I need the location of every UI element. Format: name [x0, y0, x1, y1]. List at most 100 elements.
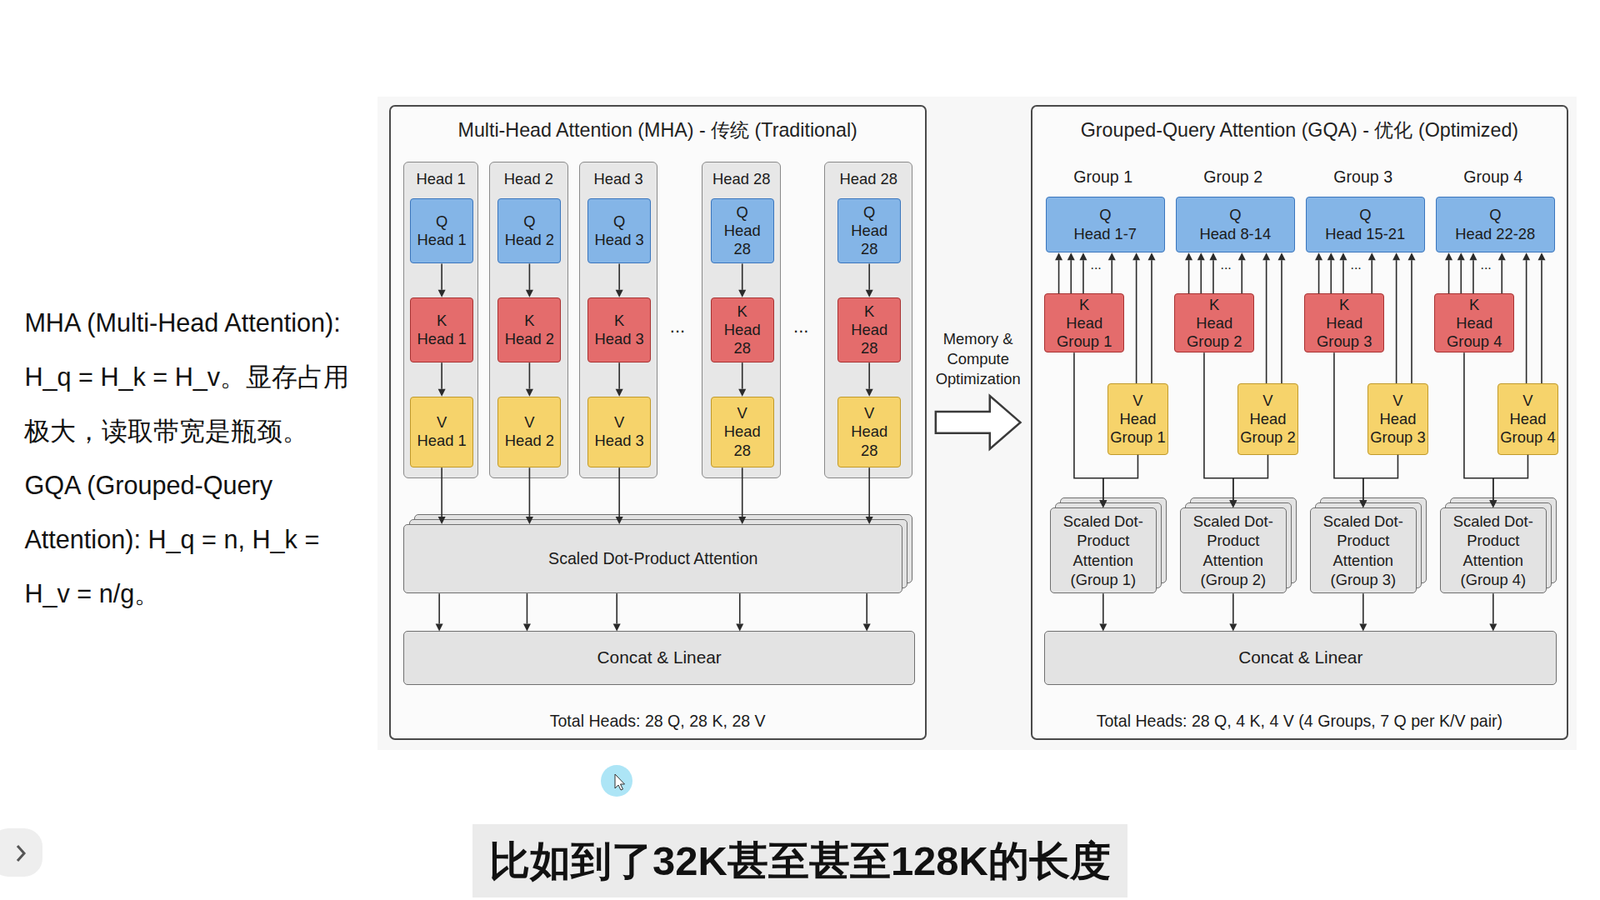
arrow-head	[1277, 252, 1285, 260]
box-text: Head 8-14	[1199, 225, 1271, 244]
attention-box: Scaled Dot-Product Attention (Group 2)	[1180, 507, 1288, 594]
arrow-line	[739, 593, 741, 624]
value-head-box: VHead 1	[410, 396, 474, 469]
flow-arrow	[1489, 455, 1528, 509]
arrow-line	[1212, 260, 1215, 294]
box-text: Head 28	[714, 320, 770, 358]
arrow-line	[618, 362, 620, 389]
box-text: V	[1132, 391, 1143, 410]
arrow-line	[741, 467, 744, 517]
flow-arrow	[525, 263, 534, 297]
flow-arrow	[1262, 252, 1285, 384]
arrow-line	[1150, 260, 1153, 384]
value-head-box: VHead 28	[837, 396, 901, 469]
block-arrow	[935, 395, 1021, 450]
box-text: Q	[435, 212, 448, 231]
flow-arrow	[615, 263, 624, 297]
panel-title: Grouped-Query Attention (GQA) - 优化 (Opti…	[1032, 118, 1567, 143]
arrow-line	[1525, 260, 1528, 384]
box-text: V	[436, 413, 447, 432]
arrow-line	[1464, 352, 1494, 500]
key-head-box: KHead Group 2	[1174, 293, 1255, 353]
arrow-line	[1460, 260, 1462, 294]
arrow-line	[1233, 455, 1269, 501]
arrow-head	[525, 290, 534, 298]
query-head-box: QHead 2	[497, 198, 561, 264]
arrow-head	[615, 290, 624, 298]
arrow-line	[529, 263, 531, 290]
value-head-box: VHead Group 2	[1237, 383, 1298, 455]
arrow-line	[440, 263, 443, 290]
arrow-line	[1102, 593, 1105, 624]
arrow-line	[618, 263, 620, 290]
flow-arrow	[438, 362, 446, 396]
flow-arrow	[438, 263, 446, 297]
concat-linear-box: Concat & Linear	[1044, 630, 1557, 685]
flow-arrow	[438, 467, 446, 525]
mouse-cursor	[615, 774, 625, 790]
flow-arrow	[1055, 252, 1116, 294]
arrow-head	[865, 389, 874, 397]
arrow-line	[1330, 260, 1332, 294]
arrow-line	[1334, 352, 1364, 500]
ellipsis-mark: ...	[755, 315, 847, 339]
arrow-head	[1315, 252, 1323, 260]
key-head-box: KHead 2	[497, 297, 561, 363]
group-label: Group 1	[1057, 166, 1150, 187]
query-head-box: QHead 15-21	[1305, 196, 1425, 253]
flow-arrow	[1359, 593, 1367, 631]
arrow-line	[526, 593, 529, 624]
arrow-line	[1265, 260, 1268, 384]
chevron-icon	[17, 845, 25, 861]
arrow-head	[615, 516, 624, 525]
arrow-line	[1074, 352, 1104, 500]
arrow-head	[1229, 500, 1237, 508]
key-head-box: KHead 28	[837, 297, 901, 363]
flow-arrow	[525, 362, 534, 396]
value-head-box: VHead 28	[710, 396, 775, 469]
arrow-line	[529, 467, 531, 517]
arrow-line	[1342, 260, 1345, 294]
arrow-head	[865, 290, 874, 298]
box-text: Head Group 2	[1183, 314, 1245, 351]
arrow-head	[525, 516, 534, 525]
ellipsis-mark: ...	[1050, 256, 1142, 274]
flow-arrow	[738, 263, 746, 297]
arrow-line	[1363, 455, 1399, 501]
flow-arrow	[1522, 252, 1545, 384]
arrow-line	[1395, 260, 1398, 384]
arrow-head	[438, 389, 446, 397]
arrow-line	[741, 263, 744, 290]
value-head-box: VHead 3	[587, 396, 651, 469]
arrow-head	[525, 389, 534, 397]
cursor-highlight	[600, 765, 633, 797]
flow-arrow	[615, 467, 624, 525]
arrow-line	[1232, 593, 1235, 624]
arrow-line	[1110, 260, 1113, 294]
arrow-line	[1540, 260, 1543, 384]
query-head-box: QHead 3	[587, 198, 651, 264]
value-head-box: VHead 2	[497, 396, 561, 469]
arrow-line	[1362, 593, 1365, 624]
query-head-box: QHead 28	[710, 198, 775, 264]
value-head-box: VHead Group 3	[1367, 383, 1428, 455]
arrow-line	[440, 467, 443, 517]
arrow-head	[1457, 252, 1465, 260]
arrow-head	[1067, 252, 1075, 260]
subtitle-text: 比如到了32K甚至甚至128K的长度	[472, 824, 1128, 898]
flow-arrow	[865, 263, 874, 297]
head-column: Head 28QHead 28KHead 28VHead 28	[701, 161, 782, 479]
flow-arrow	[1132, 252, 1155, 384]
arrow-line	[1493, 455, 1529, 501]
arrow-head	[1132, 252, 1140, 260]
note-block: MHA (Multi-Head Attention): H_q = H_k = …	[24, 295, 361, 620]
box-text: Head 2	[505, 230, 555, 250]
flow-arrow	[865, 362, 874, 396]
flow-arrow	[613, 593, 621, 631]
arrow-head	[1055, 252, 1063, 260]
head-column: Head 2QHead 2 KHead 2 VHead 2	[489, 161, 568, 479]
key-head-box: KHead Group 3	[1304, 293, 1385, 353]
box-text: Head 1-7	[1074, 225, 1138, 244]
arrow-head	[738, 290, 746, 298]
